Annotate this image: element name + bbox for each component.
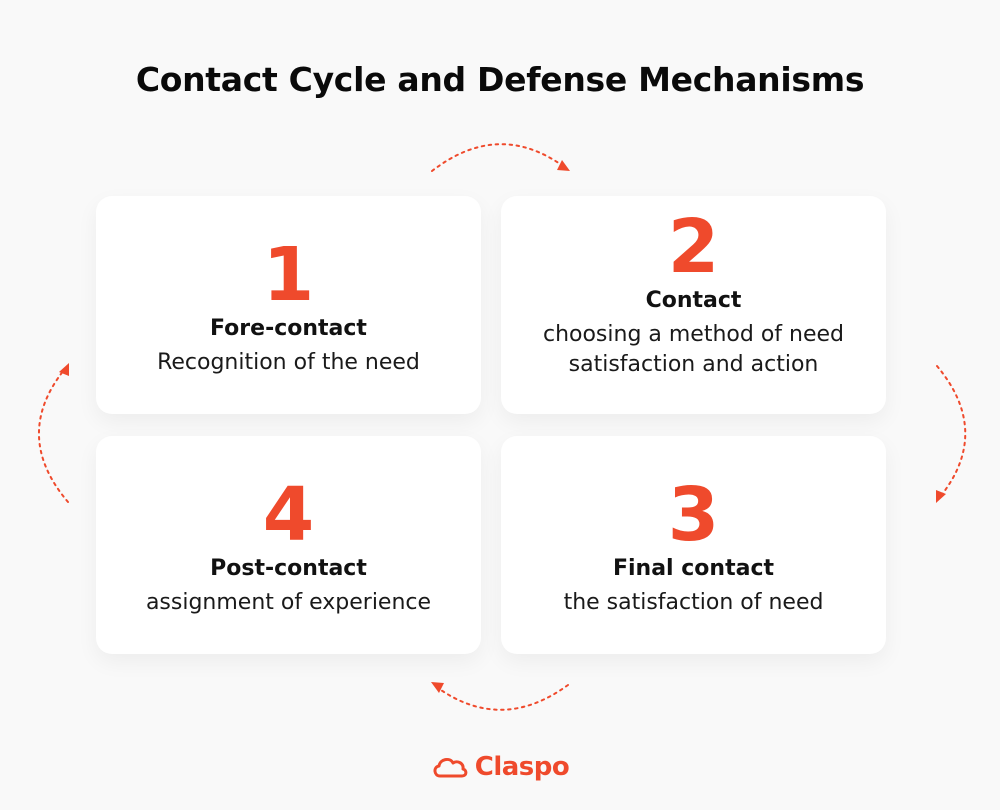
arrow-top-head-icon bbox=[557, 160, 570, 171]
stage-description: Recognition of the need bbox=[157, 350, 420, 375]
diagram-title: Contact Cycle and Defense Mechanisms bbox=[135, 60, 865, 99]
stage-heading: Fore-contact bbox=[210, 316, 367, 341]
stage-description: assignment of experience bbox=[145, 590, 432, 615]
brand-logo: Claspo bbox=[0, 752, 1000, 782]
arrow-bottom-path bbox=[437, 684, 569, 711]
arrow-left-head-icon bbox=[59, 363, 69, 376]
brand-name: Claspo bbox=[474, 752, 570, 782]
arrow-top-path bbox=[431, 143, 564, 172]
arrow-right-head-icon bbox=[936, 490, 946, 503]
stage-card-fore-contact: 1 Fore-contact Recognition of the need bbox=[96, 196, 481, 414]
stage-number: 3 bbox=[667, 472, 720, 558]
stage-description: choosing a method of need satisfaction a… bbox=[542, 322, 845, 377]
stage-heading: Post-contact bbox=[210, 556, 367, 581]
stage-number: 4 bbox=[262, 472, 315, 558]
stage-card-contact: 2 Contact choosing a method of need sati… bbox=[501, 196, 886, 414]
stage-card-post-contact: 4 Post-contact assignment of experience bbox=[96, 436, 481, 654]
cloud-logo-icon bbox=[433, 757, 468, 778]
arrow-right-path bbox=[936, 365, 967, 498]
stage-description: the satisfaction of need bbox=[563, 590, 824, 615]
arrow-left-path bbox=[38, 369, 69, 503]
stage-heading: Contact bbox=[645, 288, 742, 313]
stage-card-final-contact: 3 Final contact the satisfaction of need bbox=[501, 436, 886, 654]
arrow-bottom-head-icon bbox=[431, 682, 444, 693]
stage-number: 1 bbox=[262, 232, 315, 318]
stage-heading: Final contact bbox=[612, 556, 774, 581]
stage-number: 2 bbox=[667, 204, 720, 290]
